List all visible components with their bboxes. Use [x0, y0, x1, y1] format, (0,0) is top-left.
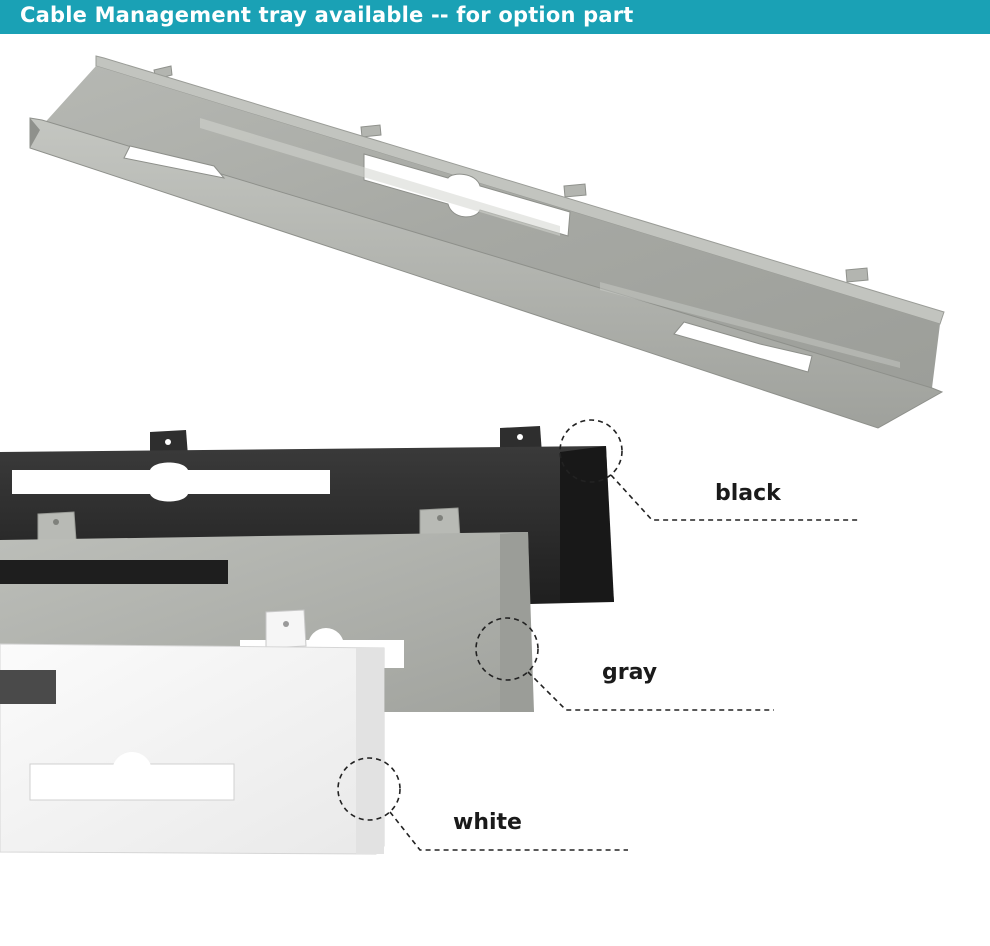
- variant-label-black: black: [715, 481, 781, 506]
- variant-label-gray: gray: [602, 660, 658, 685]
- header-banner: Cable Management tray available -- for o…: [0, 0, 990, 34]
- tray-full-view: [29, 55, 945, 429]
- callouts: [337, 419, 860, 851]
- page-title: Cable Management tray available -- for o…: [20, 3, 634, 27]
- variant-label-white: white: [453, 810, 522, 835]
- tray-white: [0, 609, 385, 855]
- product-photo: [0, 55, 945, 855]
